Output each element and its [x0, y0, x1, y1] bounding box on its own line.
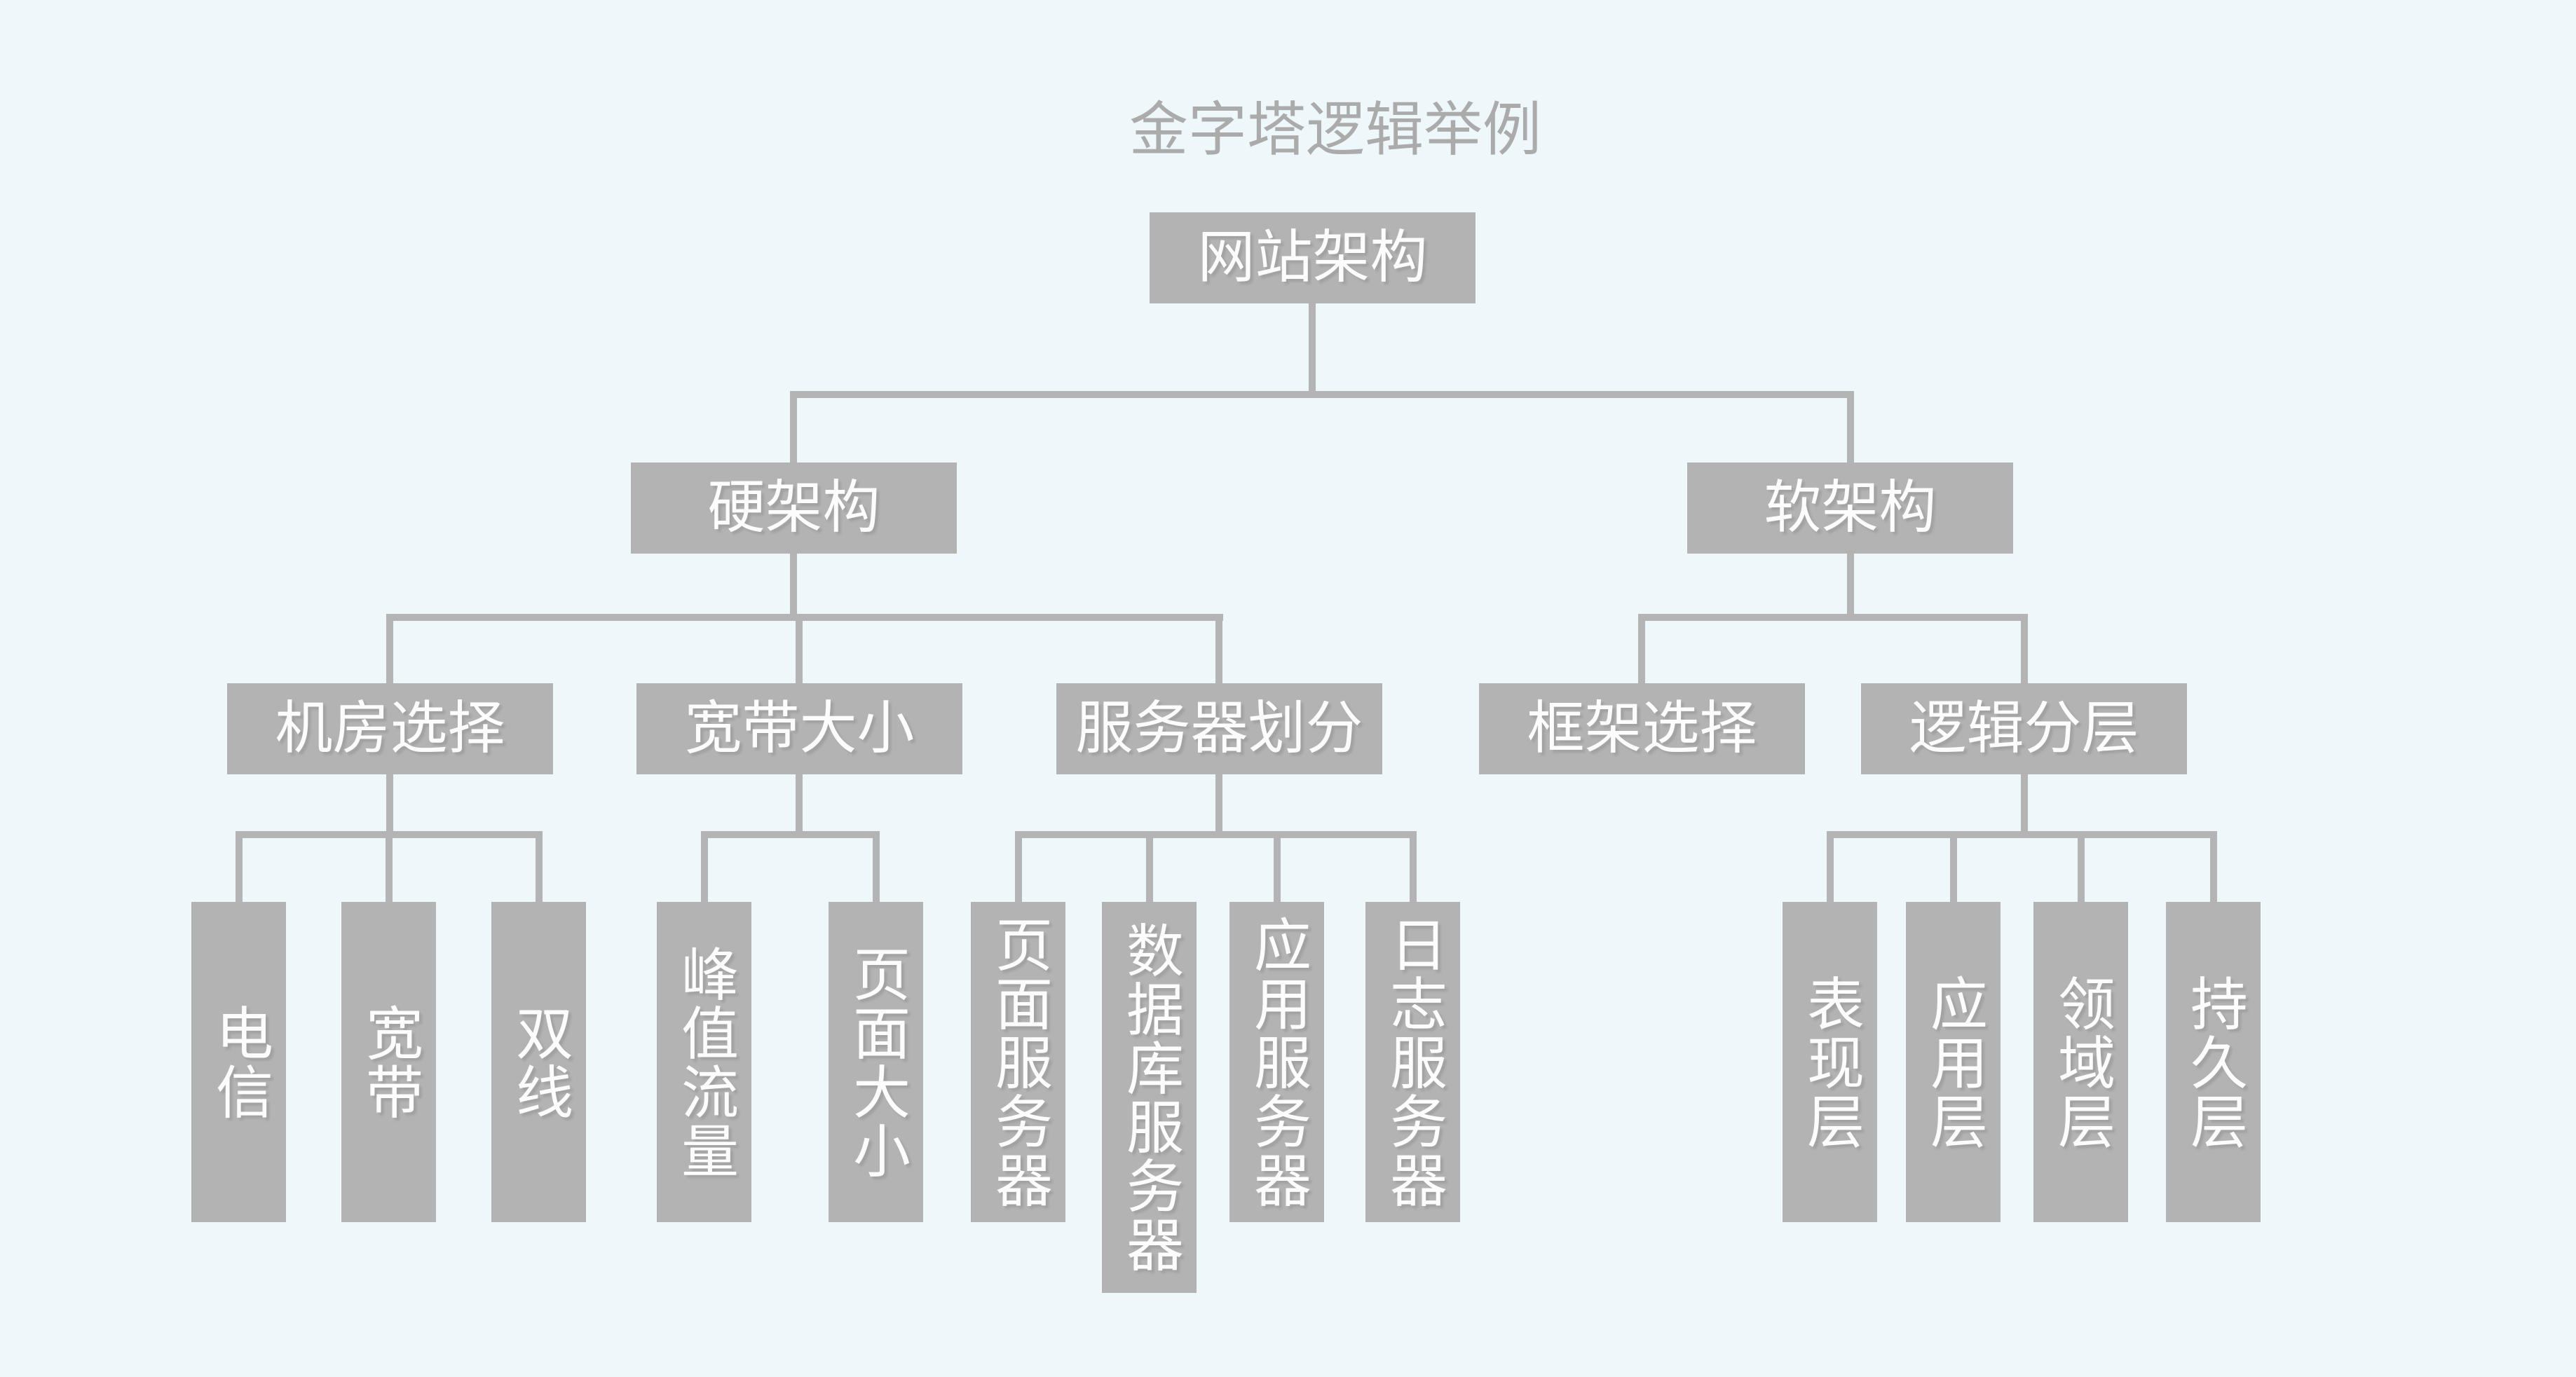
node-page-size: 页面大小 — [829, 902, 923, 1222]
node-domain-layer: 领域层 — [2033, 902, 2128, 1222]
node-label: 硬架构 — [707, 476, 880, 540]
node-label: 宽带大小 — [684, 697, 915, 760]
node-hard-architecture: 硬架构 — [631, 463, 957, 554]
node-soft-architecture: 软架构 — [1687, 463, 2013, 554]
node-label: 持久层 — [2181, 973, 2246, 1151]
connector-line — [386, 614, 1223, 621]
connector-line — [790, 391, 1854, 398]
node-label: 宽带 — [357, 1003, 421, 1121]
node-persistence-layer: 持久层 — [2166, 902, 2261, 1222]
diagram-title: 金字塔逻辑举例 — [1129, 97, 1541, 163]
node-dual-line: 双线 — [491, 902, 586, 1222]
node-logic-layering: 逻辑分层 — [1861, 683, 2187, 774]
connector-line — [236, 831, 243, 902]
node-framework-selection: 框架选择 — [1479, 683, 1805, 774]
connector-line — [1950, 831, 1957, 902]
node-label: 双线 — [507, 1003, 571, 1121]
node-label: 电信 — [207, 1003, 271, 1121]
connector-line — [1215, 614, 1222, 683]
node-log-server: 日志服务器 — [1365, 902, 1460, 1222]
connector-line — [1638, 614, 1645, 683]
connector-line — [790, 391, 797, 463]
connector-line — [1638, 614, 2028, 621]
connector-line — [796, 614, 803, 683]
node-label: 页面服务器 — [986, 914, 1051, 1210]
connector-line — [1274, 831, 1281, 902]
connector-line — [1827, 831, 1834, 902]
node-application-layer: 应用层 — [1906, 902, 2001, 1222]
connector-line — [1015, 831, 1417, 838]
node-server-division: 服务器划分 — [1056, 683, 1382, 774]
connector-line — [873, 831, 880, 902]
connector-line — [1827, 831, 2217, 838]
node-label: 服务器划分 — [1075, 697, 1363, 760]
connector-line — [1410, 831, 1417, 902]
node-label: 网站架构 — [1197, 226, 1428, 289]
connector-line — [2078, 831, 2085, 902]
connector-line — [386, 774, 393, 838]
node-label: 应用服务器 — [1245, 914, 1309, 1210]
connector-line — [796, 774, 803, 838]
connector-line — [2021, 774, 2028, 838]
connector-line — [1015, 831, 1022, 902]
connector-line — [386, 614, 393, 683]
node-label: 逻辑分层 — [1909, 697, 2139, 760]
connector-line — [701, 831, 708, 902]
node-label: 页面大小 — [844, 944, 908, 1180]
node-label: 机房选择 — [275, 697, 505, 760]
node-label: 应用层 — [1921, 973, 1986, 1151]
node-label: 日志服务器 — [1381, 914, 1445, 1210]
node-presentation-layer: 表现层 — [1783, 902, 1877, 1222]
node-label: 领域层 — [2049, 973, 2113, 1151]
node-label: 峰值流量 — [672, 944, 737, 1180]
connector-line — [536, 831, 543, 902]
node-label: 数据库服务器 — [1117, 921, 1182, 1274]
node-server-room-selection: 机房选择 — [227, 683, 553, 774]
connector-line — [1215, 774, 1222, 838]
connector-line — [790, 554, 797, 621]
node-database-server: 数据库服务器 — [1102, 902, 1197, 1293]
connector-line — [1847, 391, 1854, 463]
node-site-architecture: 网站架构 — [1150, 212, 1476, 303]
node-peak-traffic: 峰值流量 — [657, 902, 751, 1222]
connector-line — [701, 831, 880, 838]
node-app-server: 应用服务器 — [1229, 902, 1324, 1222]
node-broadband: 宽带 — [341, 902, 436, 1222]
node-label: 表现层 — [1798, 973, 1862, 1151]
connector-line — [1146, 831, 1153, 902]
node-bandwidth-size: 宽带大小 — [636, 683, 962, 774]
connector-line — [1309, 303, 1316, 398]
node-telecom: 电信 — [191, 902, 286, 1222]
connector-line — [2021, 614, 2028, 683]
node-label: 框架选择 — [1527, 697, 1757, 760]
connector-line — [1847, 554, 1854, 621]
node-label: 软架构 — [1764, 476, 1937, 540]
connector-line — [386, 831, 393, 902]
connector-line — [2210, 831, 2217, 902]
node-page-server: 页面服务器 — [971, 902, 1065, 1222]
